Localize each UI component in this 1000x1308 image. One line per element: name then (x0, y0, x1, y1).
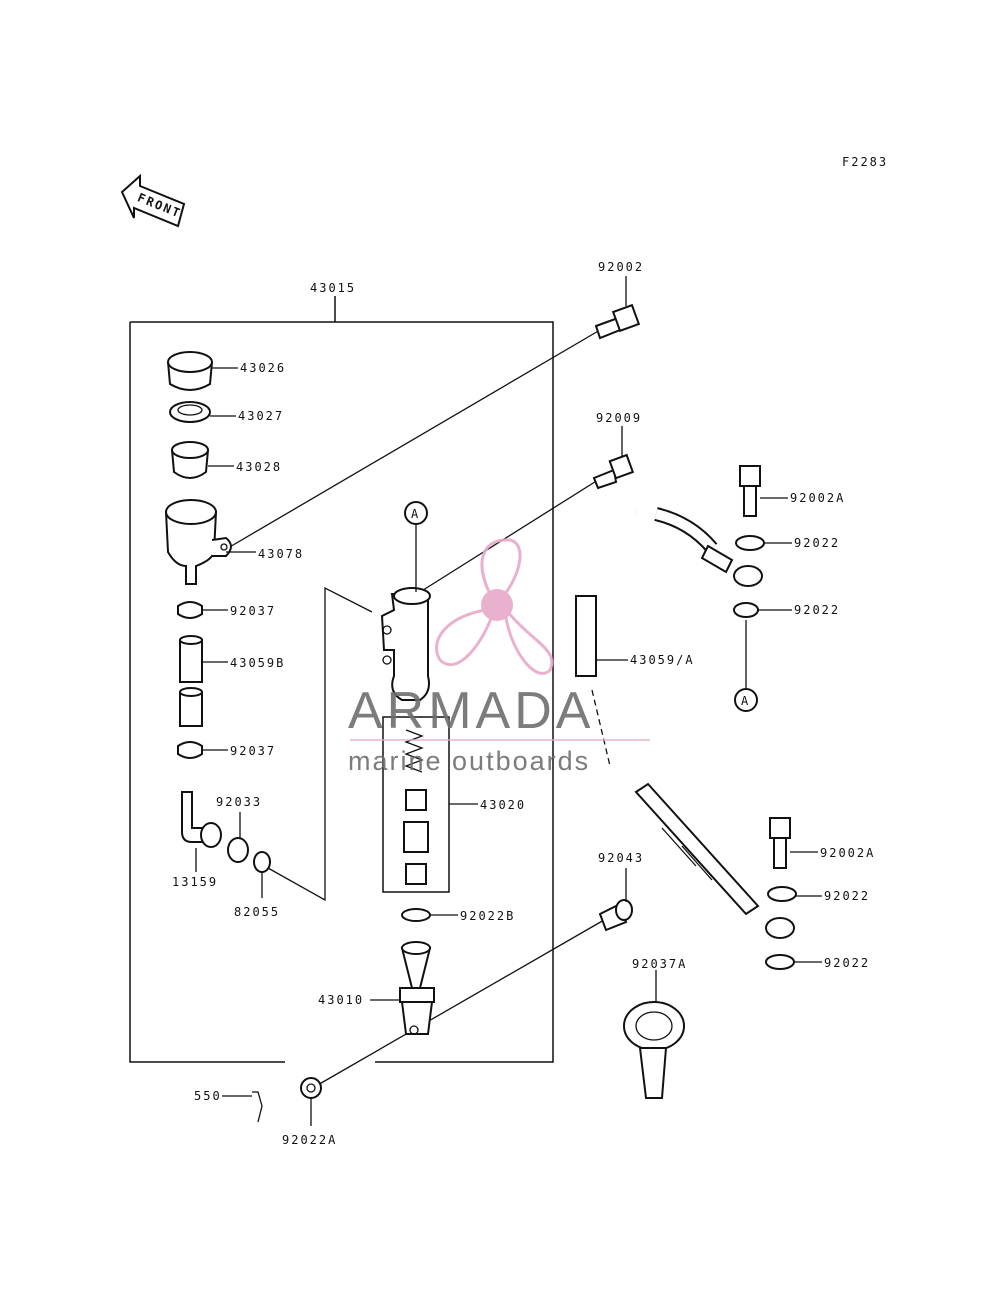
part-label-82055: 82055 (234, 905, 280, 919)
part-label-92043: 92043 (598, 851, 644, 865)
banjo-bolt-icon (769, 817, 791, 869)
part-label-43015: 43015 (310, 281, 356, 295)
brake-hose-upper-icon (575, 507, 763, 677)
part-label-43020: 43020 (480, 798, 526, 812)
part-label-92022-2: 92022 (794, 603, 840, 617)
assembly-guide-line (267, 586, 373, 902)
washer-icon (733, 602, 759, 618)
brake-hose-lower-icon (634, 782, 795, 939)
leader-92043 (315, 919, 605, 1087)
watermark: ARMADA marine outboards (348, 538, 650, 776)
part-label-92002: 92002 (598, 260, 644, 274)
figure-code: F2283 (842, 155, 888, 169)
reservoir-icon (164, 499, 232, 585)
assembly-box (129, 296, 554, 1063)
hose-clamp-icon (177, 741, 203, 759)
part-label-43026: 43026 (240, 361, 286, 375)
propeller-logo-icon (435, 538, 554, 675)
svg-text:A: A (411, 507, 420, 521)
banjo-bolt-icon (739, 465, 761, 517)
part-label-92002a-lower: 92002A (820, 846, 875, 860)
part-label-92022-3: 92022 (824, 889, 870, 903)
svg-text:A: A (741, 694, 750, 708)
clevis-pin-icon (598, 899, 633, 932)
washer-icon (767, 886, 797, 902)
snap-ring-icon (401, 908, 431, 922)
part-label-92037a: 92037A (632, 957, 687, 971)
washer-icon (735, 535, 765, 551)
part-label-92002a-upper: 92002A (790, 491, 845, 505)
part-label-43028: 43028 (236, 460, 282, 474)
circlip-icon (227, 837, 249, 863)
bolt-icon (592, 453, 635, 490)
diaphragm-icon (170, 441, 210, 479)
part-label-43059b: 43059B (230, 656, 285, 670)
watermark-tagline: marine outboards (348, 746, 590, 776)
reservoir-cap-icon (166, 351, 214, 391)
part-label-43059a: 43059/A (630, 653, 695, 667)
master-cylinder-body-icon (380, 587, 431, 701)
elbow-fitting-icon (181, 791, 222, 848)
part-label-43078: 43078 (258, 547, 304, 561)
piston-icon (403, 789, 429, 885)
push-rod-icon (399, 941, 435, 1035)
ref-marker-a-bottom: A (734, 688, 758, 712)
reservoir-hose-icon (179, 635, 203, 727)
diaphragm-plate-icon (169, 401, 211, 423)
part-label-43010: 43010 (318, 993, 364, 1007)
part-label-92022-1: 92022 (794, 536, 840, 550)
label-leaders (195, 276, 822, 1126)
part-label-92037-lower: 92037 (230, 744, 276, 758)
watermark-brand: ARMADA (348, 682, 594, 740)
hose-band-icon (623, 1001, 685, 1099)
part-label-92037-upper: 92037 (230, 604, 276, 618)
part-label-92033: 92033 (216, 795, 262, 809)
leader-92009 (419, 479, 599, 593)
front-arrow-icon: FRONT (120, 173, 186, 228)
part-label-92022a: 92022A (282, 1133, 337, 1147)
ref-marker-a-top: A (404, 501, 428, 592)
part-label-92022-4: 92022 (824, 956, 870, 970)
leader-92002 (227, 329, 601, 549)
cotter-pin-icon (252, 1091, 263, 1123)
part-label-550: 550 (194, 1089, 222, 1103)
washer-icon (300, 1077, 322, 1099)
hose-clamp-icon (177, 601, 203, 619)
part-label-92009: 92009 (596, 411, 642, 425)
hose-guide-line (591, 689, 611, 767)
part-label-43027: 43027 (238, 409, 284, 423)
o-ring-icon (253, 851, 271, 873)
bolt-icon (594, 303, 641, 340)
part-label-13159: 13159 (172, 875, 218, 889)
spring-icon (404, 729, 424, 773)
part-label-92022b: 92022B (460, 909, 515, 923)
washer-icon (765, 954, 795, 970)
